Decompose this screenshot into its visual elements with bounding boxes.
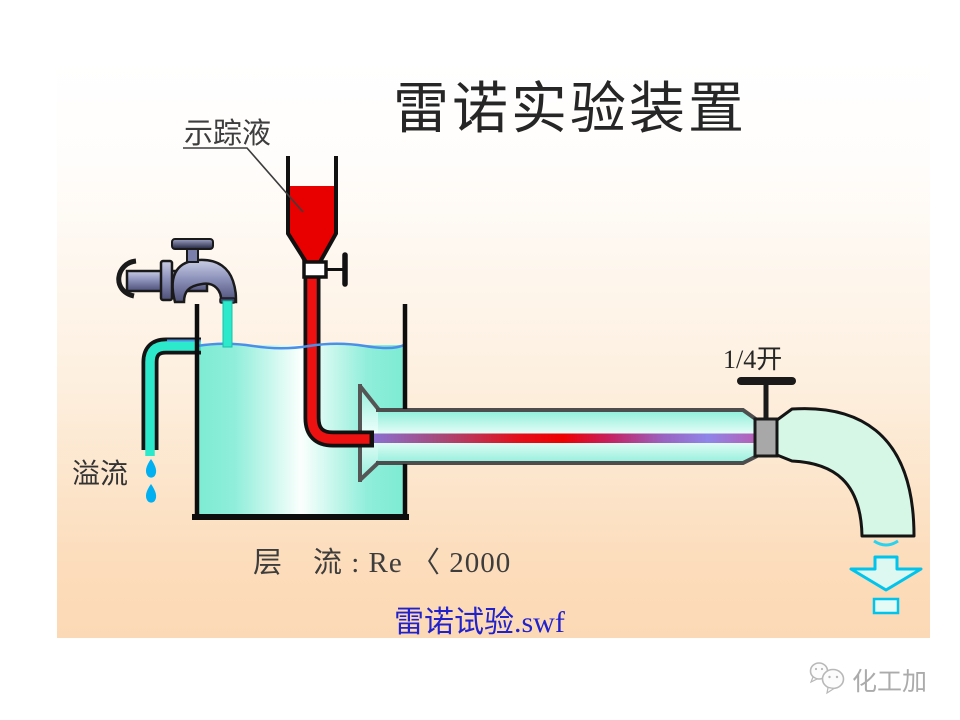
wechat-icon bbox=[809, 662, 845, 695]
tracer-tube bbox=[303, 275, 374, 448]
valve-opening-label: 1/4开 bbox=[723, 345, 783, 374]
water-surface bbox=[196, 342, 405, 350]
elbow-pipe bbox=[775, 407, 916, 547]
page-title: 雷诺实验装置 bbox=[393, 79, 747, 141]
water-faucet bbox=[116, 238, 238, 304]
faucet-handle bbox=[171, 238, 214, 250]
funnel-stopcock-body bbox=[302, 260, 328, 279]
down-arrow-icon bbox=[849, 555, 923, 592]
overflow-label: 溢流 bbox=[72, 459, 129, 490]
tracer-leader-line bbox=[183, 147, 304, 213]
slide-canvas: 雷诺实验装置 示踪液 溢流 1/4开 层 流 : Re 〈 2000 雷诺试验.… bbox=[57, 58, 930, 639]
apparatus-diagram bbox=[116, 147, 923, 615]
flow-arrow bbox=[849, 555, 923, 615]
outlet-wave bbox=[873, 539, 899, 547]
tracer-label: 示踪液 bbox=[184, 118, 272, 150]
test-pipe bbox=[373, 408, 759, 465]
arrow-fragment bbox=[872, 597, 900, 615]
faucet-stream bbox=[222, 300, 233, 348]
swf-link[interactable]: 雷诺试验.swf bbox=[394, 606, 565, 639]
tracer-funnel bbox=[286, 156, 348, 287]
dye-stream bbox=[373, 433, 754, 443]
tank-walls bbox=[192, 304, 409, 520]
overflow-pipe bbox=[141, 337, 201, 456]
valve-body bbox=[753, 417, 779, 458]
watermark-brand: 化工加 bbox=[852, 668, 928, 696]
overflow-drops bbox=[145, 459, 157, 503]
flow-regime-label: 层 流 : Re 〈 2000 bbox=[253, 547, 512, 579]
